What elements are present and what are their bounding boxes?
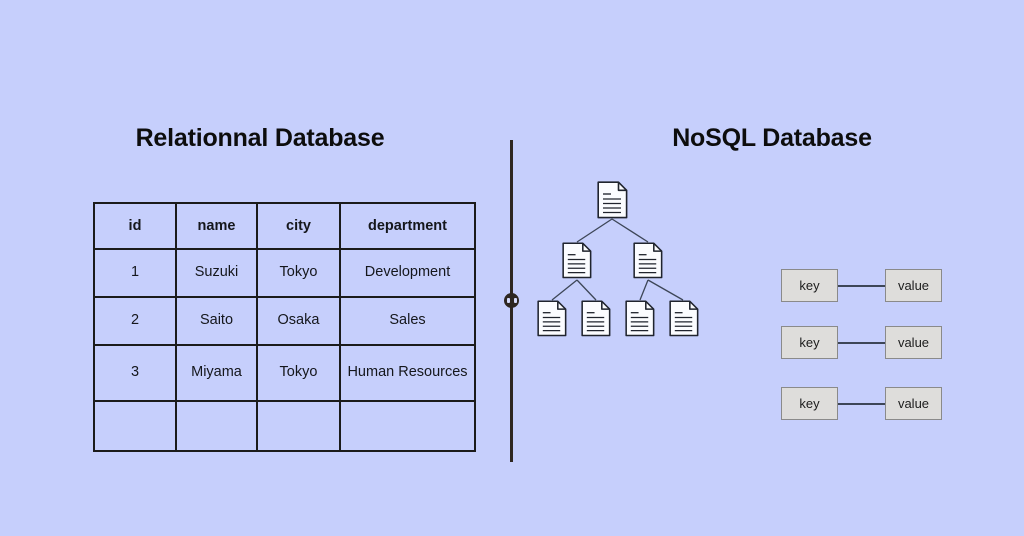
document-icon — [669, 300, 699, 337]
relational-panel-title: Relationnal Database — [135, 124, 385, 152]
document-icon — [625, 300, 655, 337]
table-row: 3 Miyama Tokyo Human Resources — [93, 344, 476, 402]
document-icon — [537, 300, 567, 337]
cell-name: Miyama — [175, 344, 258, 402]
cell-id: 3 — [93, 344, 177, 402]
key-value-connector — [838, 285, 885, 287]
cell-id: 2 — [93, 296, 177, 346]
cell-department — [339, 400, 476, 452]
cell-department: Human Resources — [339, 344, 476, 402]
key-box: key — [781, 269, 838, 302]
key-value-connector — [838, 342, 885, 344]
value-box: value — [885, 326, 942, 359]
column-header-department: department — [339, 202, 476, 250]
tree-connector-lines — [551, 218, 684, 301]
nosql-panel-title: NoSQL Database — [672, 124, 872, 152]
document-icon — [597, 181, 628, 219]
key-box: key — [781, 326, 838, 359]
cell-city: Osaka — [256, 296, 341, 346]
table-row: 2 Saito Osaka Sales — [93, 296, 476, 346]
value-box: value — [885, 387, 942, 420]
document-icon — [581, 300, 611, 337]
column-header-name: name — [175, 202, 258, 250]
table-row: 1 Suzuki Tokyo Development — [93, 248, 476, 298]
document-tree — [520, 172, 720, 337]
cell-city: Tokyo — [256, 344, 341, 402]
cell-department: Sales — [339, 296, 476, 346]
panel-divider-knob-icon — [504, 293, 519, 308]
value-box: value — [885, 269, 942, 302]
relational-table: id name city department 1 Suzuki Tokyo D… — [93, 202, 476, 452]
key-box: key — [781, 387, 838, 420]
table-row-empty — [93, 400, 476, 452]
key-value-connector — [838, 403, 885, 405]
cell-city — [256, 400, 341, 452]
cell-name — [175, 400, 258, 452]
column-header-id: id — [93, 202, 177, 250]
column-header-city: city — [256, 202, 341, 250]
cell-id — [93, 400, 177, 452]
cell-city: Tokyo — [256, 248, 341, 298]
document-icon — [633, 242, 663, 279]
cell-id: 1 — [93, 248, 177, 298]
cell-department: Development — [339, 248, 476, 298]
cell-name: Saito — [175, 296, 258, 346]
document-icon — [562, 242, 592, 279]
table-header-row: id name city department — [93, 202, 476, 250]
cell-name: Suzuki — [175, 248, 258, 298]
